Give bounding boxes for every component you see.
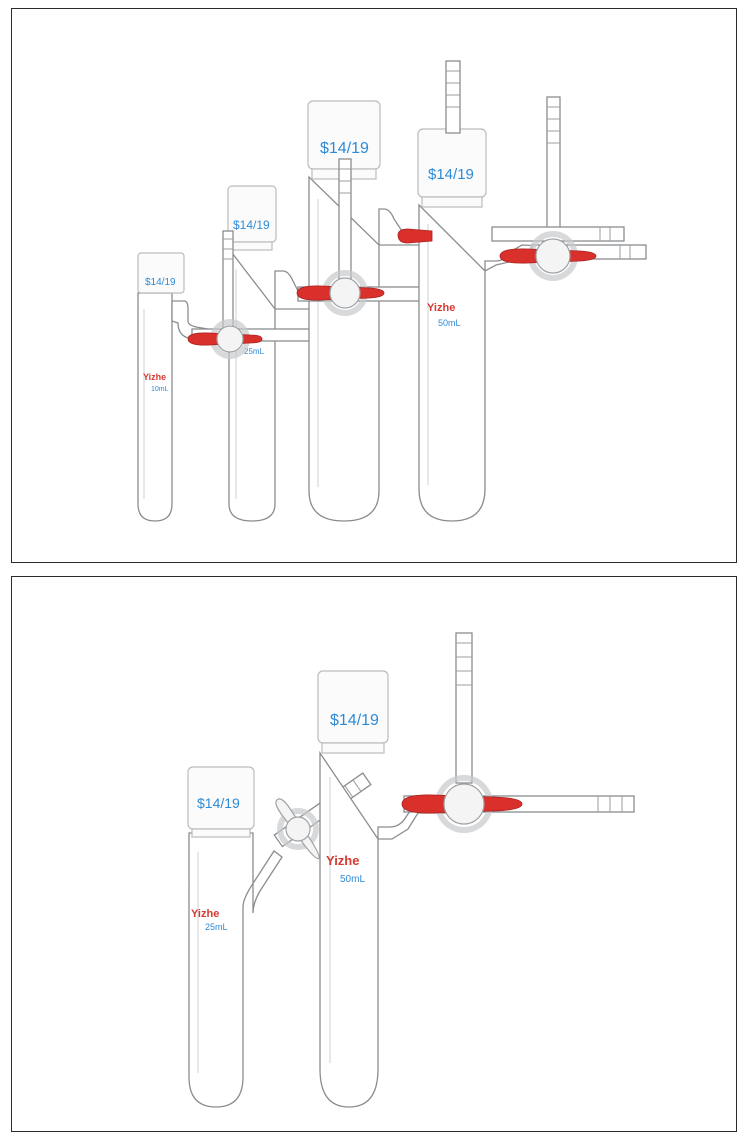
volume-label: 50mL (340, 874, 365, 885)
product-image-bottom: $14/19 Yizhe 25mL $14/19 Yizhe (11, 576, 737, 1132)
stopcock-knob (329, 277, 361, 309)
brand-logo-text: Yizhe (143, 372, 166, 382)
volume-label: 25mL (244, 347, 265, 356)
volume-label: 50mL (438, 318, 461, 328)
schlenk-flask-50ml: $14/19 Yizhe 50mL (317, 632, 635, 1108)
schlenk-flask-50ml: $14/19 Yizhe 50mL (397, 60, 647, 522)
product-image-top: $14/19 Yizhe 10mL $14/19 25mL (11, 8, 737, 563)
stopcock-knob (443, 783, 485, 825)
brand-logo-text: Yizhe (326, 853, 359, 868)
stopcock-knob (535, 238, 571, 274)
schlenk-flask-set-illustration: $14/19 Yizhe 10mL $14/19 25mL (137, 60, 647, 522)
joint-size-label: $14/19 (428, 166, 474, 183)
schlenk-flask-10ml: $14/19 Yizhe 10mL (137, 252, 221, 522)
brand-logo-text: Yizhe (191, 908, 219, 920)
stopcock-knob (285, 816, 311, 842)
volume-label: 10mL (151, 386, 169, 393)
brand-logo-text: Yizhe (427, 302, 455, 314)
joint-size-label: $14/19 (330, 712, 379, 729)
volume-label: 25mL (205, 922, 228, 932)
stopcock-knob (216, 325, 244, 353)
schlenk-flask-25ml: $14/19 25mL (187, 185, 341, 522)
joint-size-label: $14/19 (197, 795, 240, 811)
joint-size-label: $14/19 (233, 218, 270, 232)
schlenk-flask-pair-illustration: $14/19 Yizhe 25mL $14/19 Yizhe (187, 632, 635, 1108)
joint-size-label: $14/19 (320, 140, 369, 157)
joint-size-label: $14/19 (145, 277, 176, 288)
